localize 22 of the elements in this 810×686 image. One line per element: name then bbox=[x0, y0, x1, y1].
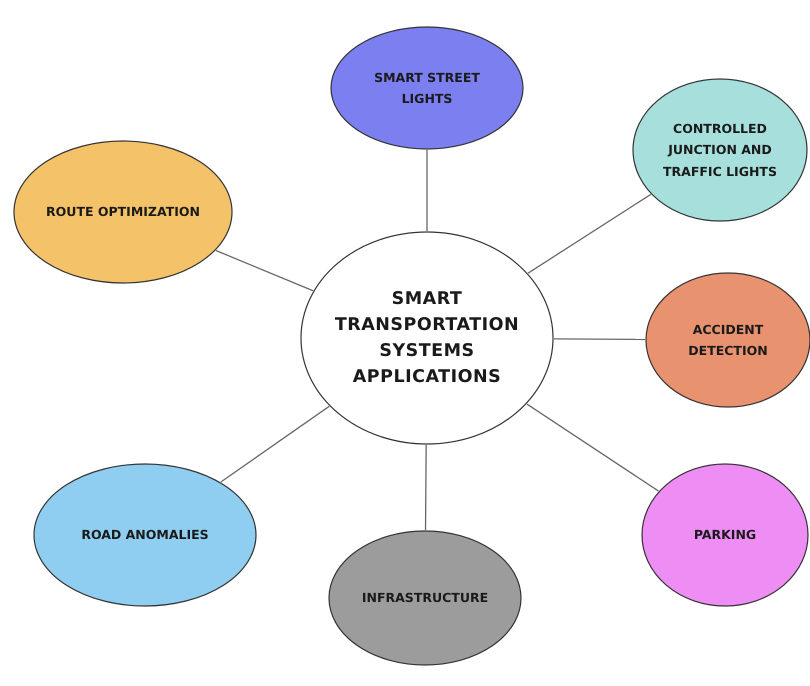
connector-line bbox=[526, 404, 659, 492]
node-label: ROAD ANOMALIES bbox=[80, 526, 210, 544]
connector-line bbox=[528, 194, 652, 274]
node-label: INFRASTRUCTURE bbox=[360, 589, 490, 608]
ellipse-node bbox=[330, 26, 524, 150]
ellipse-node bbox=[33, 463, 257, 607]
ellipse-node bbox=[632, 78, 808, 222]
ellipse-node bbox=[328, 530, 522, 666]
node-label: SMART STREET LIGHTS bbox=[373, 68, 481, 108]
ellipse-node bbox=[13, 140, 233, 284]
connector-line bbox=[216, 250, 314, 292]
node-label: CONTROLLED JUNCTION AND TRAFFIC LIGHTS bbox=[662, 120, 778, 181]
ellipse-node bbox=[300, 231, 554, 445]
connector-line bbox=[220, 406, 330, 483]
connector-line bbox=[424, 445, 427, 530]
connector-line bbox=[426, 150, 428, 231]
ellipse-node bbox=[641, 463, 809, 607]
node-label: ROUTE OPTIMIZATION bbox=[45, 203, 201, 222]
node-label: SMART TRANSPORTATION SYSTEMS APPLICATIONS bbox=[334, 288, 520, 390]
node-label: PARKING bbox=[692, 526, 758, 544]
connector-line bbox=[554, 338, 645, 340]
node-label: ACCIDENT DETECTION bbox=[687, 320, 769, 360]
